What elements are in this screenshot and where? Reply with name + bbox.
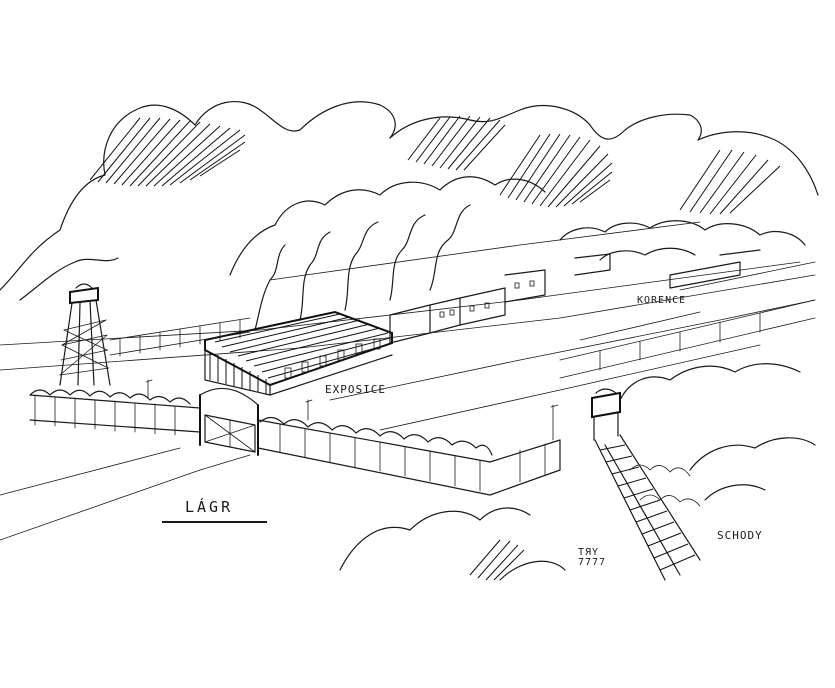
label-lagr: LÁGR: [185, 498, 234, 516]
watchtower-right: [591, 388, 621, 441]
background-fence: [109, 299, 816, 379]
hills-outline: [0, 101, 819, 331]
foreground-bushes: [339, 363, 816, 581]
label-exposice: EXPOSICE: [325, 383, 386, 396]
camp-gate: [199, 387, 259, 456]
label-lagr-underline: [162, 521, 267, 523]
artist-signature: ТЯY 7777: [578, 547, 607, 568]
watchtower-left: [59, 283, 111, 386]
ground-lines: [0, 221, 816, 541]
sky-hatching: [89, 115, 781, 215]
distant-buildings: [389, 249, 761, 344]
barrack-exposice: [204, 310, 393, 396]
lamp-posts: [145, 379, 559, 441]
label-korenke: KORENCE: [637, 295, 687, 306]
label-schody: SCHODY: [717, 529, 763, 542]
stairs-schody: [594, 434, 701, 581]
perimeter-fence: [29, 389, 561, 496]
